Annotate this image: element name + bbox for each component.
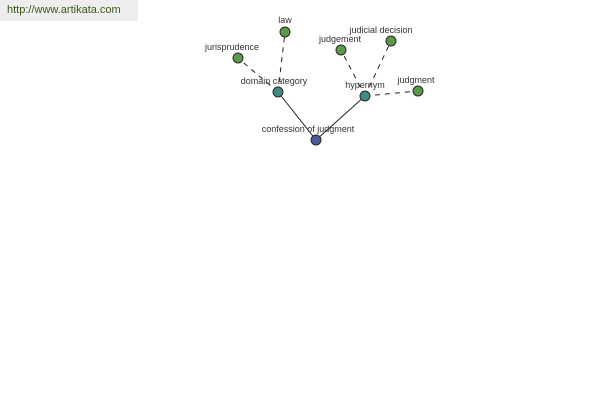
label-confession-of-judgment[interactable]: confession of judgment [262,124,355,134]
label-hypernym[interactable]: hypernym [345,80,385,90]
edge-hypernym-to-judicial-decision [364,40,392,97]
edges-layer [237,31,419,141]
label-judgment[interactable]: judgment [396,75,435,85]
node-confession-of-judgment[interactable] [310,134,322,146]
edge-confession-of-judgment-to-hypernym [315,95,366,141]
label-jurisprudence[interactable]: jurisprudence [204,42,259,52]
node-jurisprudence[interactable] [232,52,244,64]
node-law[interactable] [279,26,291,38]
edge-confession-of-judgment-to-domain-category [277,91,317,141]
edge-hypernym-to-judgement [340,49,366,97]
node-domain-category[interactable] [272,86,284,98]
edge-hypernym-to-judgment [364,90,419,97]
edge-domain-category-to-law [277,31,286,93]
node-judgement[interactable] [335,44,347,56]
edge-domain-category-to-jurisprudence [237,57,279,93]
node-judgment[interactable] [412,85,424,97]
node-judicial-decision[interactable] [385,35,397,47]
nodes-layer [232,26,424,146]
label-judgement[interactable]: judgement [318,34,362,44]
label-judicial-decision[interactable]: judicial decision [348,25,412,35]
node-hypernym[interactable] [359,90,371,102]
watermark-link[interactable]: http://www.artikata.com [0,0,138,21]
labels-layer: confession of judgment domain category hyp… [204,15,435,134]
label-law[interactable]: law [278,15,292,25]
label-domain-category[interactable]: domain category [241,76,308,86]
